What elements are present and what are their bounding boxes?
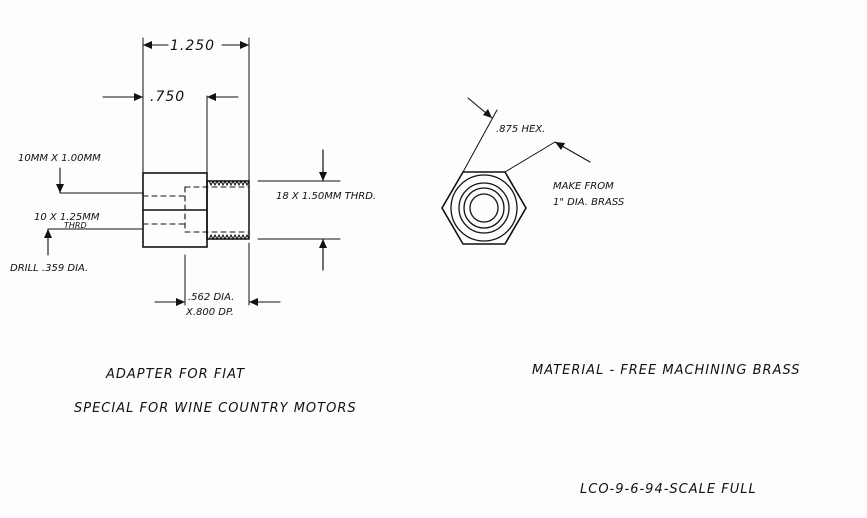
- overall-length-label: 1.250: [170, 38, 215, 54]
- side-view: 1.250 .750 .562 DIA. X.800 DP.: [44, 37, 341, 318]
- bore-dia-label: .562 DIA.: [188, 292, 234, 303]
- hex-chamfer-circle: [450, 174, 518, 242]
- bore-arrowhead-right: [249, 298, 258, 306]
- hex-flat-arrowhead-left: [483, 109, 492, 118]
- bore-circle: [463, 187, 505, 229]
- thread-hatch-bottom: [208, 233, 250, 241]
- drill-arrowhead: [44, 229, 52, 238]
- bore-depth-label: X.800 DP.: [185, 307, 234, 318]
- overall-arrowhead-right: [240, 41, 249, 49]
- hex-len-arrowhead-right: [207, 93, 216, 101]
- outer-thread-circle: [458, 182, 510, 234]
- metric-fine-arrowhead: [56, 184, 64, 193]
- hex-length-label: .750: [150, 89, 185, 105]
- title-line-1: ADAPTER FOR FIAT: [105, 367, 245, 382]
- drill-label: DRILL .359 DIA.: [10, 263, 88, 274]
- metric-coarse-thread-sub: THRD: [64, 221, 87, 230]
- bore-arrowhead-left: [176, 298, 185, 306]
- stock-label-line2: 1" DIA. BRASS: [553, 197, 625, 208]
- material-note: MATERIAL - FREE MACHINING BRASS: [532, 363, 801, 378]
- overall-arrowhead-left: [143, 41, 152, 49]
- hex-flat-ext-right: [504, 141, 556, 173]
- drawn-by-note: LCO-9-6-94-SCALE FULL: [580, 482, 757, 497]
- hex-across-flats-label: .875 HEX.: [496, 124, 545, 135]
- title-line-2: SPECIAL FOR WINE COUNTRY MOTORS: [74, 401, 357, 416]
- drill-circle: [469, 193, 499, 223]
- metric-fine-thread-label: 10MM X 1.00MM: [18, 153, 101, 164]
- hex-flat-ext-left: [462, 109, 498, 173]
- hex-flat-arrowhead-right: [555, 142, 565, 150]
- outer-thread-label: 18 X 1.50MM THRD.: [276, 191, 376, 202]
- stock-label-line1: MAKE FROM: [553, 181, 614, 192]
- hex-len-arrowhead-left: [134, 93, 143, 101]
- outer-thread-arrowhead-top: [319, 172, 327, 181]
- metric-coarse-thread-label: 10 X 1.25MM: [34, 212, 100, 223]
- outer-thread-arrowhead-bottom: [319, 239, 327, 248]
- threaded-shank-outline: [206, 180, 250, 240]
- end-view: .875 HEX.: [441, 97, 591, 245]
- thread-hatch-top: [208, 179, 250, 187]
